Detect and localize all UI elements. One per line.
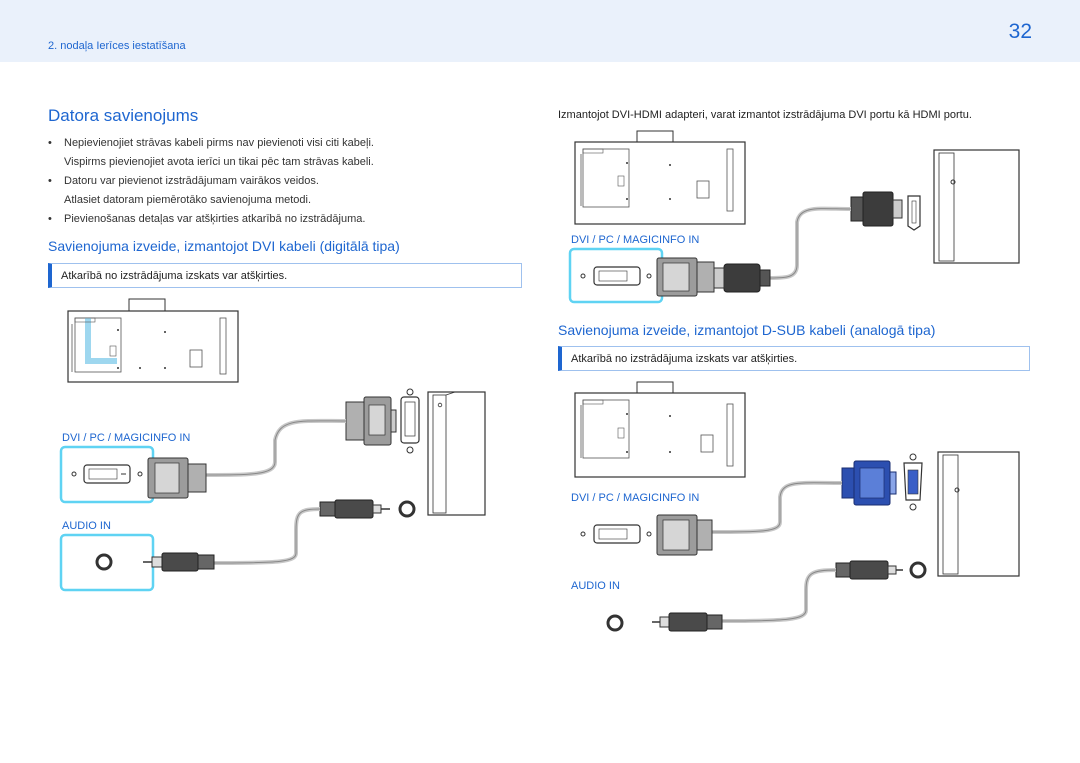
dsub-note: Atkarībā no izstrādājuma izskats var atš… [558,346,1030,371]
pc-dvi-port [400,388,420,454]
monitor-audio-jack [606,614,624,632]
dvi-plug-monitor [147,457,207,499]
pc-audio-jack [398,500,416,518]
audio-plug-pc [835,560,903,580]
dvi-note: Atkarībā no izstrādājuma izskats var atš… [48,263,522,288]
dvi-plug-pc [345,396,397,446]
monitor-dvi-port [580,266,652,286]
bullet-list: Nepievienojiet strāvas kabeli pirms nav … [48,134,508,229]
audio-plug-monitor [143,552,215,572]
bullet-item: Datoru var pievienot izstrādājumam vairā… [48,172,508,210]
monitor-back-panel [67,298,239,383]
dvi-hdmi-adapter [656,257,771,297]
bullet-text: Atlasiet datoram piemērotāko savienojuma… [64,194,312,206]
pc-hdmi-port [907,195,921,231]
bullet-item: Nepievienojiet strāvas kabeli pirms nav … [48,134,508,172]
chapter-title: 2. nodaļa Ierīces iestatīšana [48,40,186,52]
dsub-audio-port-label: AUDIO IN [571,580,620,592]
dvi-hdmi-port-label: DVI / PC / MAGICINFO IN [571,234,699,246]
audio-port-label: AUDIO IN [62,520,111,532]
dvi-vga-plug-monitor [656,514,713,556]
dsub-section-heading: Savienojuma izveide, izmantojot D-SUB ka… [558,322,936,338]
dvi-section-heading: Savienojuma izveide, izmantojot DVI kabe… [48,238,400,254]
audio-plug-monitor [652,612,723,632]
vga-plug [841,460,897,506]
bullet-text: Pievienošanas detaļas var atšķirties atk… [64,213,366,225]
monitor-back-panel [574,130,746,225]
bullet-item: Pievienošanas detaļas var atšķirties atk… [48,210,508,229]
pc-tower [937,451,1020,577]
dvi-hdmi-intro: Izmantojot DVI-HDMI adapteri, varat izma… [558,109,972,121]
dsub-dvi-port-label: DVI / PC / MAGICINFO IN [571,492,699,504]
pc-audio-jack [909,561,927,579]
pc-tower [427,391,486,516]
bullet-text: Datoru var pievienot izstrādājumam vairā… [64,175,319,187]
hdmi-plug [850,191,903,227]
page-header: 2. nodaļa Ierīces iestatīšana 32 [0,0,1080,62]
page-number: 32 [1008,20,1032,43]
pc-tower [933,149,1020,264]
monitor-dvi-port [580,524,652,544]
dvi-port-label: DVI / PC / MAGICINFO IN [62,432,190,444]
pc-vga-port [903,453,923,511]
bullet-text: Vispirms pievienojiet avota ierīci un ti… [64,156,374,168]
section-title: Datora savienojums [48,106,199,125]
monitor-back-panel [574,381,746,478]
bullet-text: Nepievienojiet strāvas kabeli pirms nav … [64,137,374,149]
monitor-audio-jack [95,553,113,571]
monitor-dvi-port [71,464,143,484]
